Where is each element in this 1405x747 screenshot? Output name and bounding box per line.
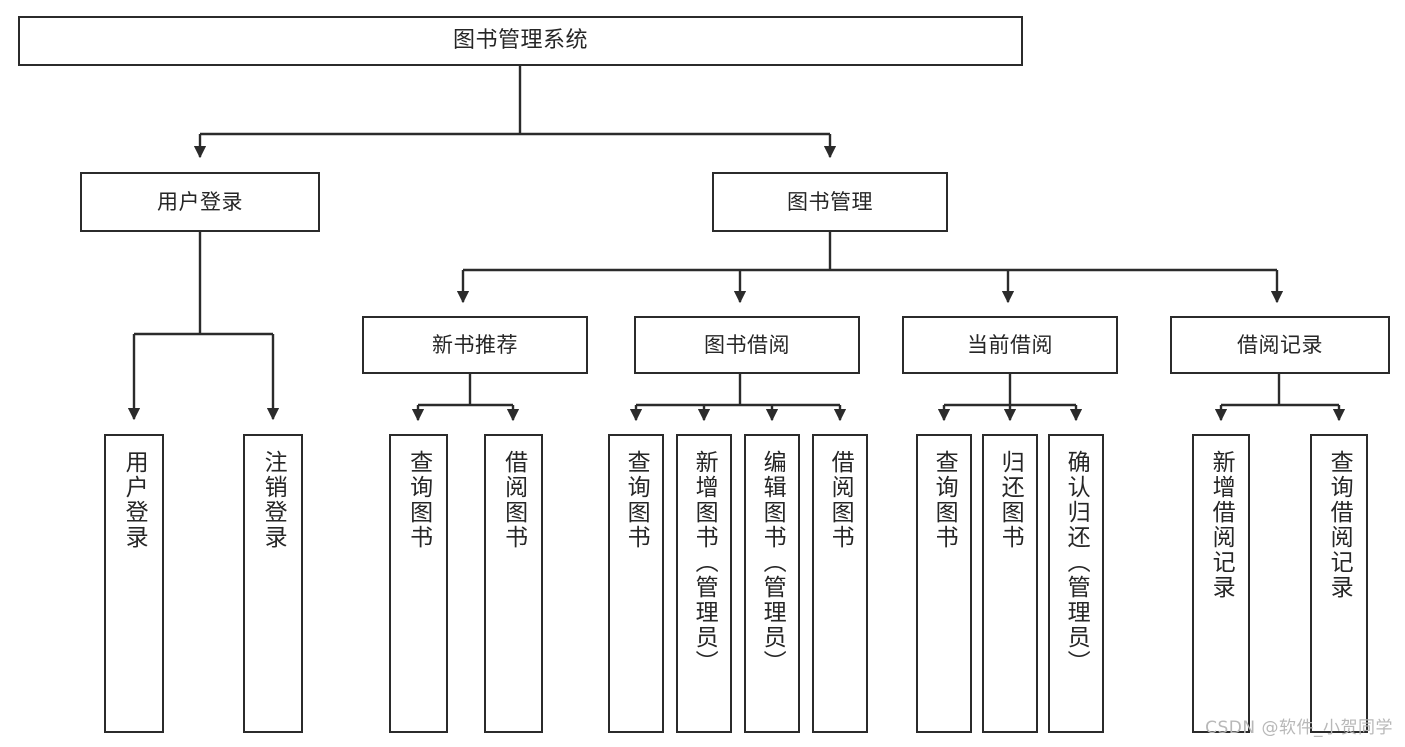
leaf-edit-book-admin[interactable]: 编辑图书（管理员） bbox=[744, 434, 800, 733]
node-borrow-record[interactable]: 借阅记录 bbox=[1170, 316, 1390, 374]
node-root-system[interactable]: 图书管理系统 bbox=[18, 16, 1023, 66]
leaf-return-book[interactable]: 归还图书 bbox=[982, 434, 1038, 733]
watermark: CSDN @软件_小贺同学 bbox=[1205, 718, 1393, 738]
node-label: 编辑图书（管理员） bbox=[759, 450, 786, 675]
node-label: 注销登录 bbox=[260, 450, 287, 550]
node-label: 新增借阅记录 bbox=[1208, 450, 1235, 600]
node-label: 借阅图书 bbox=[827, 450, 854, 550]
node-new-book-recommendation[interactable]: 新书推荐 bbox=[362, 316, 588, 374]
node-label: 查询借阅记录 bbox=[1326, 450, 1353, 600]
leaf-query-book-recommendation[interactable]: 查询图书 bbox=[389, 434, 448, 733]
leaf-user-login[interactable]: 用户登录 bbox=[104, 434, 164, 733]
node-current-borrow[interactable]: 当前借阅 bbox=[902, 316, 1118, 374]
node-user-login[interactable]: 用户登录 bbox=[80, 172, 320, 232]
node-label: 确认归还（管理员） bbox=[1063, 450, 1090, 675]
leaf-borrow-book-recommendation[interactable]: 借阅图书 bbox=[484, 434, 543, 733]
node-label: 借阅图书 bbox=[500, 450, 527, 550]
node-label: 归还图书 bbox=[997, 450, 1024, 550]
leaf-add-book-admin[interactable]: 新增图书（管理员） bbox=[676, 434, 732, 733]
node-label: 当前借阅 bbox=[967, 332, 1053, 357]
leaf-query-book-borrow[interactable]: 查询图书 bbox=[608, 434, 664, 733]
leaf-query-book-current[interactable]: 查询图书 bbox=[916, 434, 972, 733]
node-label: 新书推荐 bbox=[432, 332, 518, 357]
node-label: 查询图书 bbox=[405, 450, 432, 550]
leaf-logout-login[interactable]: 注销登录 bbox=[243, 434, 303, 733]
node-label: 新增图书（管理员） bbox=[691, 450, 718, 675]
leaf-borrow-book[interactable]: 借阅图书 bbox=[812, 434, 868, 733]
node-label: 用户登录 bbox=[121, 450, 148, 550]
leaf-add-borrow-record[interactable]: 新增借阅记录 bbox=[1192, 434, 1250, 733]
node-label: 图书管理 bbox=[787, 189, 873, 214]
node-label: 图书借阅 bbox=[704, 332, 790, 357]
node-label: 借阅记录 bbox=[1237, 332, 1323, 357]
node-label: 查询图书 bbox=[623, 450, 650, 550]
node-book-borrow[interactable]: 图书借阅 bbox=[634, 316, 860, 374]
node-label: 用户登录 bbox=[157, 189, 243, 214]
leaf-confirm-return-admin[interactable]: 确认归还（管理员） bbox=[1048, 434, 1104, 733]
leaf-query-borrow-record[interactable]: 查询借阅记录 bbox=[1310, 434, 1368, 733]
node-book-manage[interactable]: 图书管理 bbox=[712, 172, 948, 232]
node-label: 查询图书 bbox=[931, 450, 958, 550]
node-label: 图书管理系统 bbox=[452, 28, 588, 54]
